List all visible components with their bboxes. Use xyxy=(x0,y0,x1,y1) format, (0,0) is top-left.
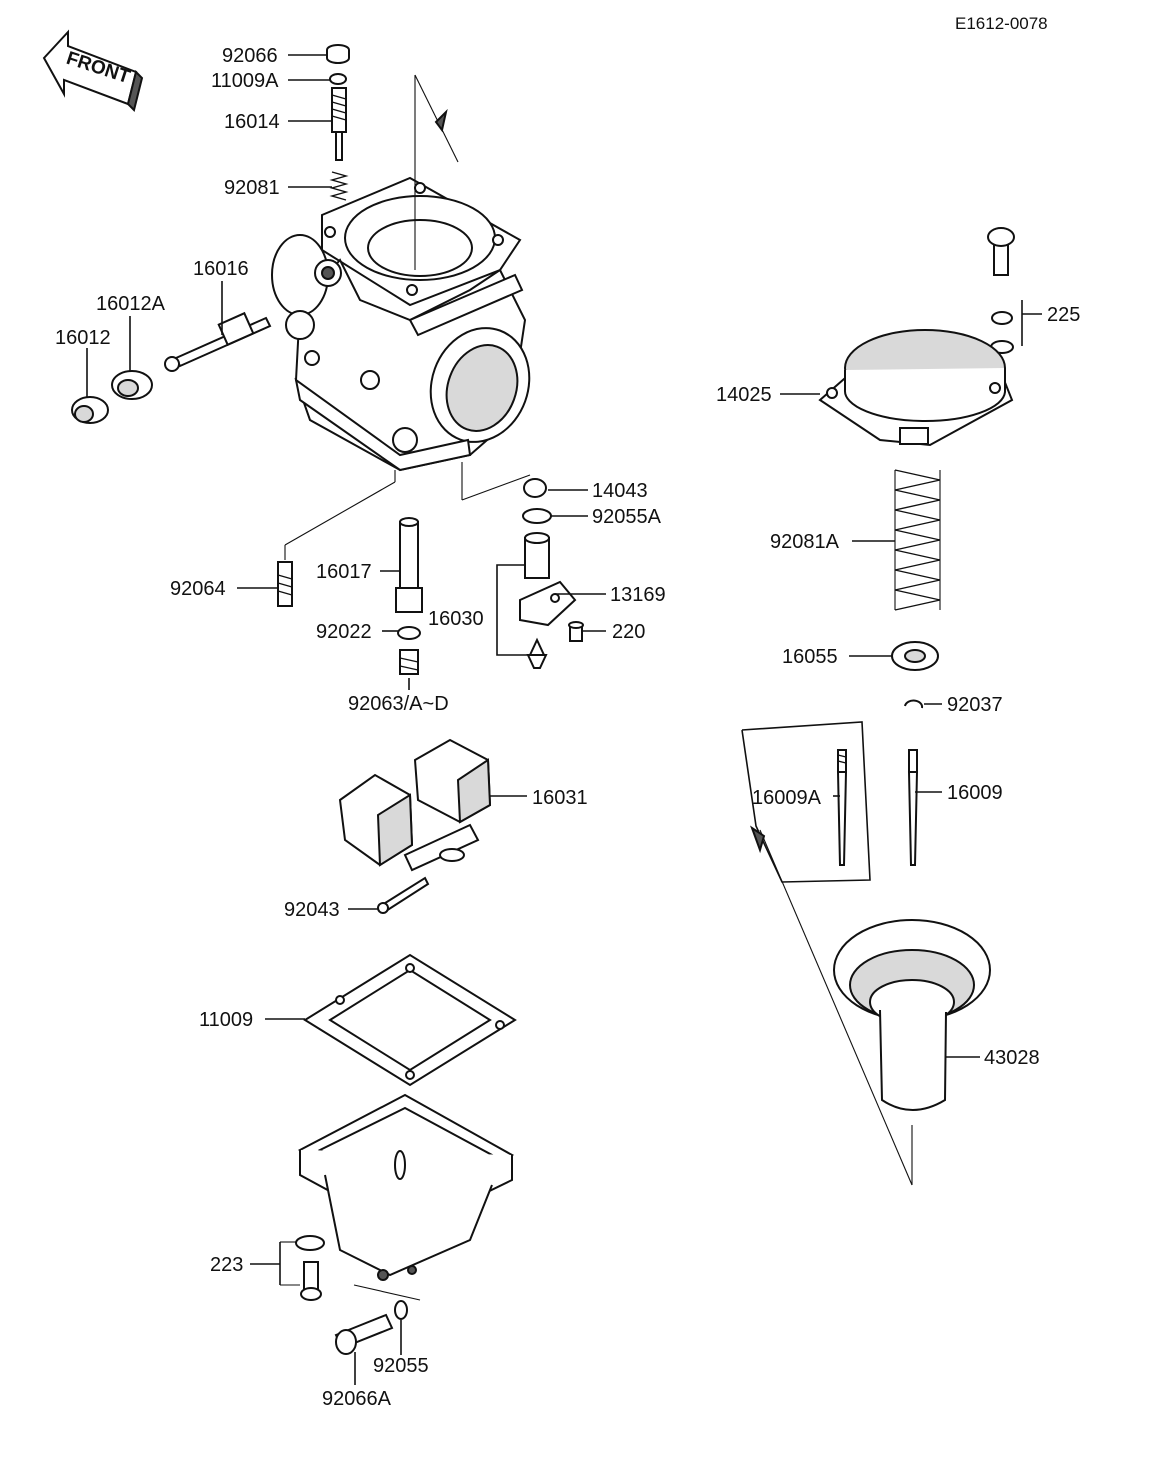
part-16014-screw xyxy=(331,87,347,161)
label-223: 223 xyxy=(210,1254,243,1276)
label-16012: 16012 xyxy=(55,327,111,349)
label-92063: 92063/A~D xyxy=(348,693,449,715)
label-92055A: 92055A xyxy=(592,506,662,528)
label-92022: 92022 xyxy=(316,621,372,643)
label-92064: 92064 xyxy=(170,578,226,600)
label-92081A: 92081A xyxy=(770,531,840,553)
part-14025-top-cover xyxy=(818,329,1014,447)
label-92037: 92037 xyxy=(947,694,1003,716)
label-11009A: 11009A xyxy=(211,70,279,92)
label-16055: 16055 xyxy=(782,646,838,668)
part-92022-washer xyxy=(397,626,421,640)
part-223-screw-set xyxy=(295,1235,325,1301)
label-16031: 16031 xyxy=(532,787,588,809)
label-16017: 16017 xyxy=(316,561,372,583)
part-16016-pilot-screw xyxy=(164,311,272,372)
part-43028-diaphragm xyxy=(833,919,991,1111)
part-92066A-drain-screw xyxy=(334,1313,394,1355)
carburetor-body xyxy=(271,176,531,472)
part-16017-needle-jet xyxy=(395,517,423,613)
leader-lines xyxy=(86,54,1042,1385)
label-43028: 43028 xyxy=(984,1047,1040,1069)
part-225-screw-washers xyxy=(987,227,1015,354)
label-92066: 92066 xyxy=(222,45,278,67)
leader-line xyxy=(414,74,459,163)
needle-group-outline xyxy=(741,721,871,883)
label-14025: 14025 xyxy=(716,384,772,406)
bracket-line xyxy=(496,564,528,656)
label-16009A: 16009A xyxy=(752,787,822,809)
part-13169-plate xyxy=(519,580,577,627)
part-16030-float-valve xyxy=(524,532,550,669)
label-14043: 14043 xyxy=(592,480,648,502)
label-16012A: 16012A xyxy=(96,293,166,315)
float-bowl xyxy=(297,1093,515,1281)
label-11009: 11009 xyxy=(199,1009,253,1031)
arrow-head-icon xyxy=(434,108,448,133)
label-92081: 92081 xyxy=(224,177,280,199)
label-92043: 92043 xyxy=(284,899,340,921)
label-16030: 16030 xyxy=(428,608,484,630)
part-11009-gasket xyxy=(303,953,517,1087)
part-92063-main-jet xyxy=(399,649,419,675)
part-220-screw xyxy=(568,621,584,642)
label-225: 225 xyxy=(1047,304,1080,326)
label-13169: 13169 xyxy=(610,584,666,606)
part-14043-seat xyxy=(523,478,547,498)
part-92066-cap xyxy=(326,44,350,64)
label-16014: 16014 xyxy=(224,111,280,133)
drawing-number: E1612-0078 xyxy=(955,14,1048,33)
part-92064-pilot-jet xyxy=(277,561,293,607)
part-92081A-spring xyxy=(894,469,941,611)
part-16055-seat xyxy=(891,641,939,671)
part-16009-jet-needle xyxy=(907,749,919,866)
part-92055A-oring xyxy=(522,508,552,524)
part-11009A-oring xyxy=(329,73,347,85)
part-92055-oring xyxy=(394,1300,408,1320)
arrow-head-icon xyxy=(750,825,766,854)
part-16012-cap xyxy=(71,396,109,424)
part-16012A-nut xyxy=(111,370,153,400)
label-92066A: 92066A xyxy=(322,1388,392,1410)
part-92037-clip xyxy=(904,699,924,709)
part-16031-float xyxy=(338,738,492,872)
label-220: 220 xyxy=(612,621,645,643)
part-92043-pin xyxy=(377,876,430,914)
label-16009: 16009 xyxy=(947,782,1003,804)
front-arrow-icon: FRONT xyxy=(42,29,144,112)
label-16016: 16016 xyxy=(193,258,249,280)
part-16009A-jet-needle xyxy=(836,749,848,866)
part-92081-spring xyxy=(329,171,349,201)
label-92055: 92055 xyxy=(373,1355,429,1377)
